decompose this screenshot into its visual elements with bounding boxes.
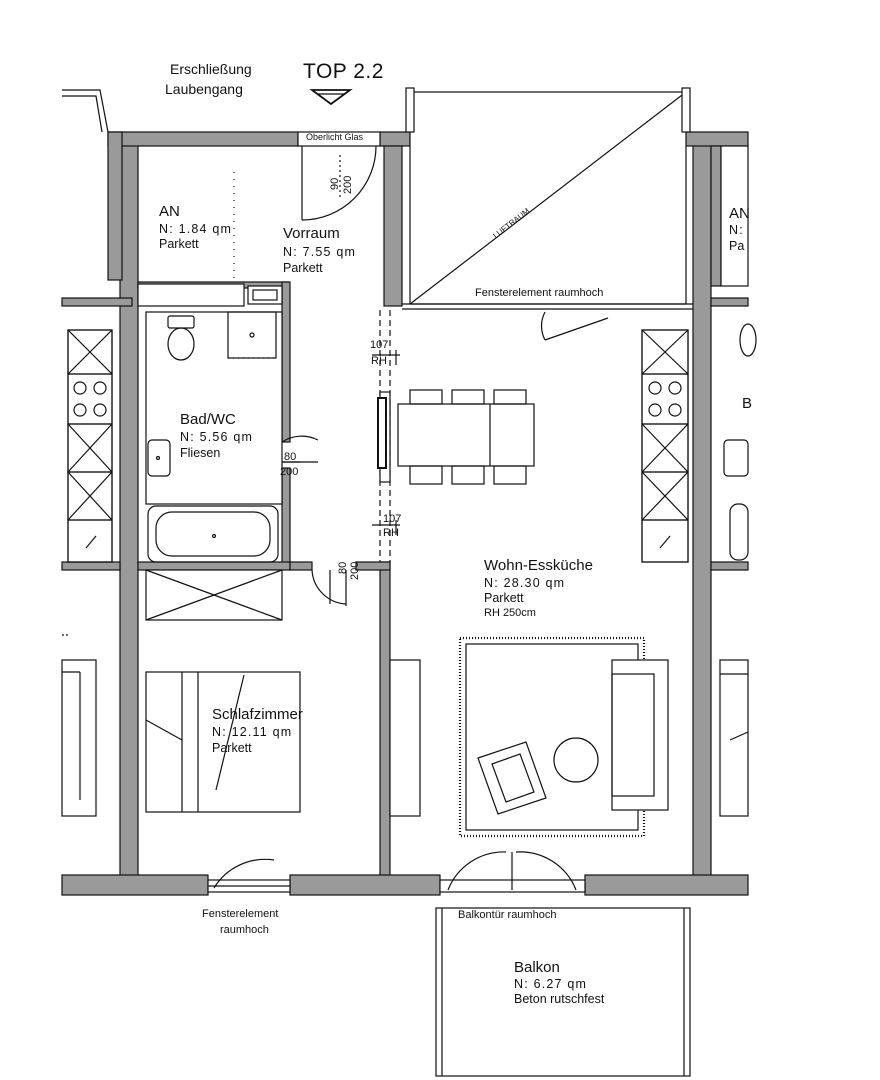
room-vorraum-area: N: 7.55 qm	[283, 245, 357, 259]
neighbour-kitchen-left	[67, 329, 113, 563]
bathroom-fixtures	[145, 311, 319, 563]
luftraum-void	[402, 87, 693, 310]
room-vorraum-name: Vorraum	[283, 225, 340, 242]
room-bad-name: Bad/WC	[180, 411, 236, 428]
right-cut-label: B	[742, 395, 753, 412]
room-wohn-name: Wohn-Essküche	[484, 557, 593, 574]
room-schlaf-floor: Parkett	[212, 741, 252, 755]
window-bottom-note-2: raumhoch	[220, 924, 269, 936]
balcony-door-symbol	[439, 851, 586, 893]
room-balkon-floor: Beton rutschfest	[514, 992, 605, 1006]
room-schlaf-area: N: 12.11 qm	[212, 725, 293, 739]
rh-bottom-value: 107	[383, 513, 402, 525]
rh-top-value: 107	[370, 339, 389, 351]
bad-door-height: 200	[280, 466, 299, 478]
entry-door-symbol	[301, 145, 377, 221]
room-bad-floor: Fliesen	[180, 446, 221, 460]
room-balkon-area: N: 6.27 qm	[514, 977, 588, 991]
rh-bottom-unit: RH	[383, 527, 399, 539]
room-an-right-name: AN	[729, 205, 750, 222]
bedroom-furniture	[145, 569, 347, 813]
neighbour-kitchen-right	[641, 329, 689, 563]
balcony-door-note: Balkontür raumhoch	[458, 909, 557, 921]
access-label-line1: Erschließung	[170, 61, 252, 77]
oberlicht-note: Oberlicht Glas	[306, 132, 364, 142]
entry-door-height: 200	[342, 175, 354, 194]
room-bad-area: N: 5.56 qm	[180, 430, 254, 444]
room-balkon-name: Balkon	[514, 959, 560, 976]
dining-table	[397, 389, 535, 485]
unit-title: TOP 2.2	[303, 60, 384, 83]
room-wohn-floor: Parkett	[484, 591, 524, 605]
balcony-outline	[435, 907, 691, 1077]
room-an-name: AN	[159, 203, 180, 220]
room-vorraum-floor: Parkett	[283, 261, 323, 275]
window-bottom-note-1: Fensterelement	[202, 908, 279, 920]
rh-top-unit: RH	[371, 355, 387, 367]
window-top-note: Fensterelement raumhoch	[475, 287, 604, 299]
room-wohn-height: RH 250cm	[484, 607, 536, 619]
entry-door-width: 90	[329, 177, 341, 190]
walls	[61, 131, 749, 896]
room-an-right-area: N:	[729, 223, 744, 237]
schlaf-door-height: 200	[349, 561, 361, 580]
room-an-area: N: 1.84 qm	[159, 222, 233, 236]
bad-door-width: 80	[284, 451, 297, 463]
room-wohn-area: N: 28.30 qm	[484, 576, 566, 590]
room-an-floor: Parkett	[159, 237, 199, 251]
room-an-right-floor: Pa	[729, 239, 745, 253]
access-label-line2: Laubengang	[165, 81, 243, 97]
room-schlaf-name: Schlafzimmer	[212, 706, 303, 723]
schlaf-door-width: 80	[337, 561, 349, 574]
living-room-furniture	[458, 636, 669, 838]
